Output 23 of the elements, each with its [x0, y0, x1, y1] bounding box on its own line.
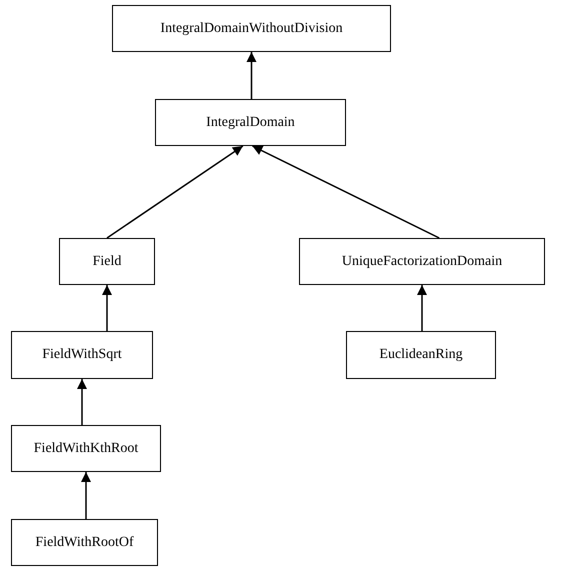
arrow	[417, 285, 427, 331]
class-name: IntegralDomainWithoutDivision	[160, 20, 343, 36]
class-name: FieldWithRootOf	[35, 534, 134, 550]
class-name: UniqueFactorizationDomain	[342, 254, 502, 270]
arrow	[81, 472, 91, 519]
arrow	[246, 52, 256, 99]
class-name: EuclideanRing	[379, 347, 463, 363]
class-name: FieldWithSqrt	[42, 347, 122, 363]
class-name: FieldWithKthRoot	[34, 440, 138, 456]
class-name: IntegralDomain	[206, 114, 295, 130]
class-box	[11, 519, 158, 566]
class-box	[112, 5, 391, 52]
class-box	[299, 238, 545, 285]
class-box	[346, 331, 496, 379]
arrow	[102, 285, 112, 331]
arrow	[252, 145, 440, 239]
arrow	[106, 145, 244, 239]
class-box	[59, 238, 155, 285]
class-name: Field	[92, 254, 122, 270]
arrow	[77, 379, 87, 425]
class-box	[155, 99, 346, 146]
class-box	[11, 425, 161, 472]
class-box	[11, 331, 153, 379]
